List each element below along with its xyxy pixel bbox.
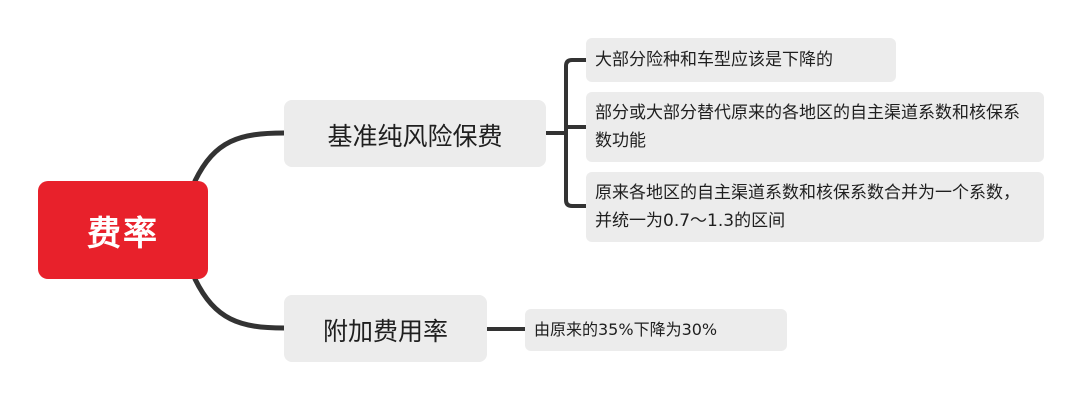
connector-branch1-bracket xyxy=(564,58,586,208)
branch-label: 附加费用率 xyxy=(322,316,448,346)
root-node[interactable]: 费率 xyxy=(38,181,208,279)
leaf-label: 大部分险种和车型应该是下降的 xyxy=(595,50,833,70)
leaf-node[interactable]: 原来各地区的自主渠道系数和核保系数合并为一个系数，并统一为0.7～1.3的区间 xyxy=(586,172,1044,242)
leaf-label: 部分或大部分替代原来的各地区的自主渠道系数和核保系数功能 xyxy=(595,103,1020,151)
branch-label: 基准纯风险保费 xyxy=(327,121,503,151)
root-label: 费率 xyxy=(87,213,159,254)
leaf-label: 由原来的35%下降为30% xyxy=(534,320,718,339)
leaf-node[interactable]: 大部分险种和车型应该是下降的 xyxy=(586,38,896,82)
leaf-node[interactable]: 由原来的35%下降为30% xyxy=(525,309,787,351)
branch-node-additional-rate[interactable]: 附加费用率 xyxy=(284,295,487,362)
connector-root-branch1 xyxy=(192,130,287,184)
connector-root-branch2 xyxy=(192,276,287,331)
leaf-label: 原来各地区的自主渠道系数和核保系数合并为一个系数，并统一为0.7～1.3的区间 xyxy=(595,183,1020,231)
branch-node-base-premium[interactable]: 基准纯风险保费 xyxy=(284,100,546,167)
leaf-node[interactable]: 部分或大部分替代原来的各地区的自主渠道系数和核保系数功能 xyxy=(586,92,1044,162)
